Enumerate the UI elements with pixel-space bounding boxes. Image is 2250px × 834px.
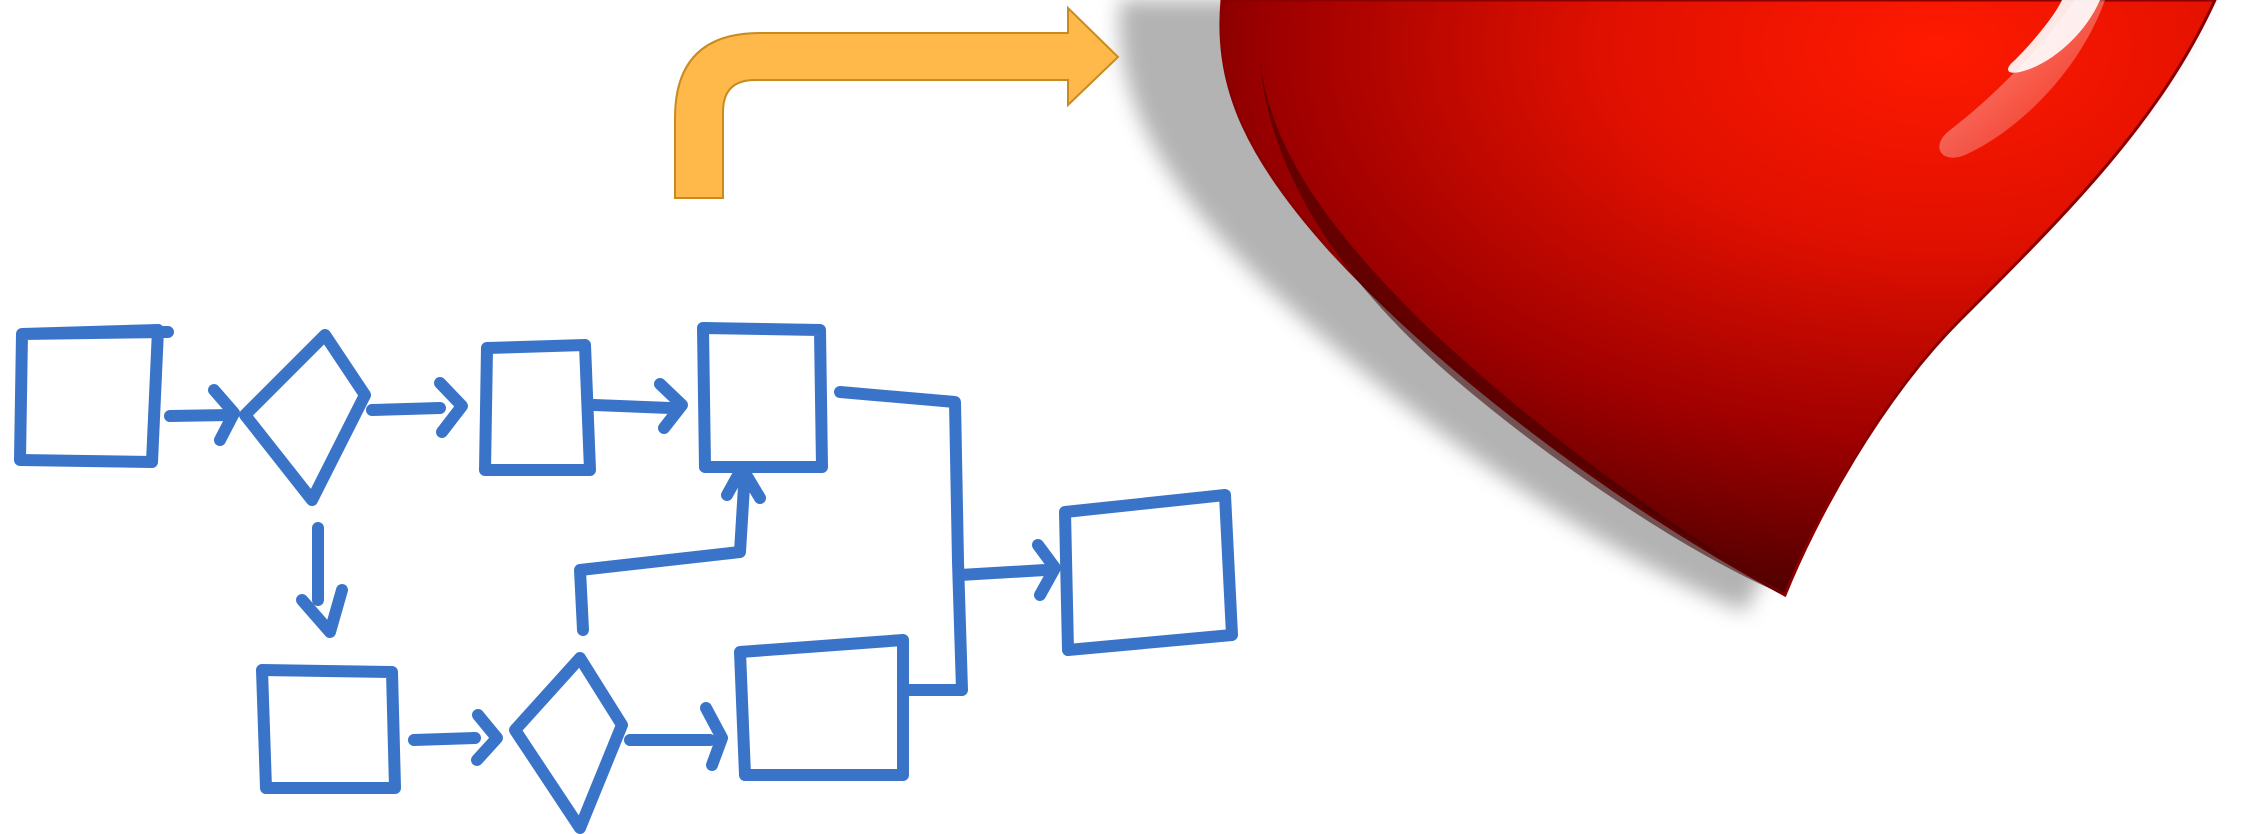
bent-arrow-shape <box>675 8 1118 198</box>
flowchart-edge-merge-to-endbox <box>960 545 1055 595</box>
flowchart-node-end-box <box>1065 495 1232 650</box>
flowchart-node-decision-2 <box>515 658 622 828</box>
flowchart-edge-stepa-to-stepb <box>594 384 682 428</box>
flowchart-edge-decision2-to-stepb <box>580 468 760 630</box>
flowchart-node-step-b <box>703 328 822 467</box>
flowchart-node-decision-1 <box>245 335 365 500</box>
flowchart-edge-stepc-to-decision2 <box>414 715 497 760</box>
flowchart-node-step-a <box>485 345 590 470</box>
flowchart-edge-decision1-to-stepa <box>372 383 462 432</box>
heart-graphic <box>1120 0 2215 612</box>
flowchart-node-start-box <box>20 330 168 462</box>
flowchart-node-step-d <box>740 640 903 775</box>
flowchart <box>20 328 1232 828</box>
flowchart-edge-decision1-to-stepc <box>302 528 342 632</box>
flowchart-edge-decision2-to-stepd <box>630 708 722 765</box>
flowchart-edge-start-to-decision1 <box>170 390 234 440</box>
flowchart-node-step-c <box>262 670 395 788</box>
